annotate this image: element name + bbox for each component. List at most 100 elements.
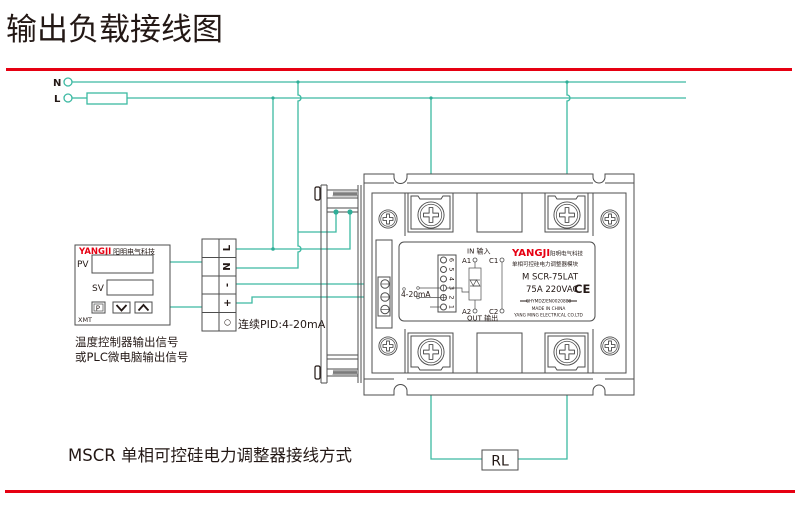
module-brand: YANGJI <box>511 248 550 259</box>
neutral-to-input-wire <box>566 82 571 201</box>
c1-label: C1 <box>489 257 498 265</box>
signal-plus-wire <box>236 296 380 304</box>
terminal-block: L N - + ○ 连续PID:4-20mA <box>201 238 326 332</box>
mounting-screw-icon <box>378 336 398 356</box>
spring-icon <box>332 191 358 197</box>
module-company: YANG MING ELECTRICAL CO.LTD <box>513 313 583 319</box>
output-section-label: OUT 输出 <box>467 314 498 323</box>
module-made-in: MADE IN CHINA <box>532 306 566 312</box>
controller-brand: YANGJI <box>78 247 111 257</box>
controller-brand-cn: 阳明电气科技 <box>113 247 155 256</box>
clamp-knob-icon <box>314 186 321 201</box>
a2-terminal-icon <box>472 308 478 314</box>
c2-label: C2 <box>489 308 498 316</box>
up-key <box>134 301 153 314</box>
temperature-controller: YANGJI 阳明电气科技 PV SV P XMT 温度控制器输出信号 或PLC… <box>74 244 188 364</box>
mounting-screw-icon <box>600 336 620 356</box>
top-divider <box>6 68 792 71</box>
pv-label: PV <box>77 260 89 270</box>
label-terminal-1-icon <box>440 303 447 311</box>
module-rating: 75A 220VAC <box>526 285 578 295</box>
junction-dot <box>429 96 433 100</box>
neutral-fan-wire <box>298 212 337 233</box>
label-terminal-5-icon <box>440 266 447 273</box>
program-key: P <box>91 301 106 314</box>
label-terminal-block <box>437 254 457 313</box>
program-key-frame <box>91 301 106 314</box>
c2-terminal-icon <box>499 308 505 314</box>
down-key-frame <box>112 301 131 314</box>
module-cert: CHYMDZ/EN0020888 <box>526 299 572 305</box>
label-input-leads <box>418 287 441 308</box>
c1-terminal-icon <box>499 257 505 263</box>
neutral-label: N <box>53 78 61 89</box>
module-description: 单相可控硅电力调整器模块 <box>512 260 579 268</box>
input-screw-a1-icon <box>417 201 445 229</box>
controller-model: XMT <box>78 316 92 324</box>
input-lead-icon <box>416 295 420 300</box>
terminal-label-l: L <box>222 244 233 251</box>
center-block-bottom <box>476 332 523 374</box>
program-key-inner <box>93 303 104 312</box>
ce-mark-icon: CE <box>574 282 590 296</box>
terminal-label-spare: ○ <box>224 318 231 327</box>
a1-terminal-icon <box>472 257 478 263</box>
terminal-label-n: N <box>222 262 233 270</box>
clamp-contact-dot <box>347 209 353 215</box>
terminal-number: 4 <box>448 277 456 281</box>
pv-display <box>91 254 154 274</box>
mounting-clamp <box>314 184 362 384</box>
fuse-icon <box>86 92 128 105</box>
sv-label: SV <box>92 284 105 294</box>
terminal-number: 5 <box>448 267 456 271</box>
center-block-top <box>476 192 523 233</box>
load-resistor: RL <box>481 449 519 471</box>
bottom-divider <box>5 490 795 493</box>
diagram-caption: MSCR 单相可控硅电力调整器接线方式 <box>68 446 352 465</box>
pid-label: 连续PID:4-20mA <box>238 317 326 331</box>
output-screw-c2-icon <box>553 338 581 366</box>
live-fan-wire <box>236 212 351 250</box>
junction-dot <box>271 247 275 251</box>
junction-dot <box>296 80 300 84</box>
neutral-drop-wire <box>236 82 302 269</box>
signal-terminal-screws <box>380 279 390 315</box>
gate-lead <box>446 287 469 293</box>
terminal-number: 6 <box>448 258 456 262</box>
junction-dot <box>271 96 275 100</box>
input-section-label: IN 输入 <box>467 247 491 256</box>
down-key <box>112 301 131 314</box>
chevron-down-icon <box>115 304 128 312</box>
module-model: M SCR-75LAT <box>522 273 579 283</box>
load-box <box>481 449 519 471</box>
input-lead-icon <box>416 286 420 290</box>
terminal-label-minus: - <box>222 283 233 287</box>
label-terminal-4-icon <box>440 275 447 283</box>
label-terminal-6-icon <box>440 256 447 264</box>
controller-caption-line-2: 或PLC微电脑输出信号 <box>75 350 188 364</box>
input-screw-c1-icon <box>553 201 581 229</box>
page-title: 输出负载接线图 <box>6 12 223 48</box>
mounting-screw-icon <box>600 209 620 229</box>
spring-icon <box>332 369 358 376</box>
neutral-terminal-icon <box>63 77 73 87</box>
up-key-frame <box>134 301 153 314</box>
input-signal-label: 4-20mA <box>401 290 431 299</box>
live-label: L <box>54 94 61 105</box>
terminal-label-plus: + <box>223 298 231 309</box>
load-label: RL <box>491 454 509 470</box>
module-brand-cn: 阳明电气科技 <box>550 250 584 258</box>
a1-label: A1 <box>462 257 471 265</box>
chevron-up-icon <box>137 303 150 312</box>
program-key-label: P <box>96 305 100 313</box>
controller-caption-line-1: 温度控制器输出信号 <box>75 335 179 349</box>
mounting-screw-icon <box>378 209 398 229</box>
load-wire-right <box>518 366 568 460</box>
terminal-number: 2 <box>448 295 456 299</box>
junction-dot <box>565 80 569 84</box>
clamp-knob-icon <box>314 365 321 380</box>
module-label-plate: 6 5 4 3 2 1 4-20mA <box>398 241 596 323</box>
sv-display <box>106 279 154 296</box>
